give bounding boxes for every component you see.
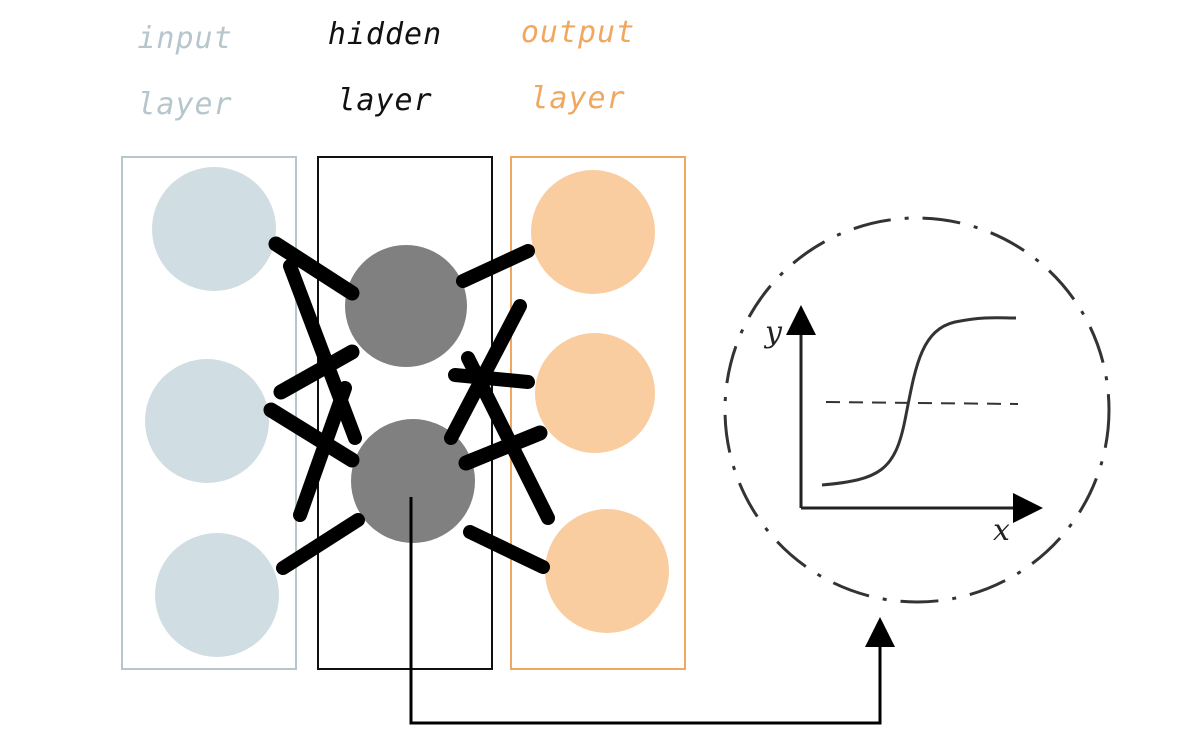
connection-stroke (268, 236, 360, 301)
output-layer-label: output layer (478, 16, 678, 148)
connection-stroke (463, 525, 550, 574)
connection-stroke (458, 425, 548, 471)
hidden-neuron (351, 419, 475, 543)
output-layer-label-line-2: layer (530, 81, 626, 116)
connection-stroke (444, 299, 527, 445)
input-layer-label-line-2: layer (137, 87, 233, 122)
activation-function-circle (723, 216, 1111, 604)
connection-stroke (293, 381, 352, 522)
input-neuron (145, 359, 269, 483)
output-neuron (545, 509, 669, 633)
output-neuron (531, 170, 655, 294)
output-layer-box (510, 156, 686, 670)
input-neuron (152, 167, 276, 291)
connection-stroke (448, 368, 535, 389)
connection-stroke (273, 344, 360, 400)
y-axis-label: y (763, 315, 783, 350)
input-layer-label: input layer (85, 22, 285, 154)
connection-stroke (276, 513, 365, 575)
hidden-layer-label: hidden layer (285, 18, 485, 150)
connection-stroke (456, 244, 535, 288)
connection-stroke (461, 351, 555, 525)
hidden-layer-label-line-2: layer (337, 83, 433, 118)
activation-arrow (409, 497, 895, 725)
hidden-layer-label-line-1: hidden (327, 17, 443, 52)
hidden-neuron (345, 245, 467, 367)
threshold-line (825, 401, 1019, 405)
output-layer-label-line-1: output (520, 15, 636, 50)
input-neuron (155, 533, 279, 657)
input-layer-label-line-1: input (137, 21, 233, 56)
x-axis-label: x (993, 513, 1010, 548)
sigmoid-curve (821, 316, 1017, 487)
connection-stroke (263, 402, 360, 468)
input-layer-box (121, 156, 297, 670)
output-neuron (535, 333, 655, 453)
